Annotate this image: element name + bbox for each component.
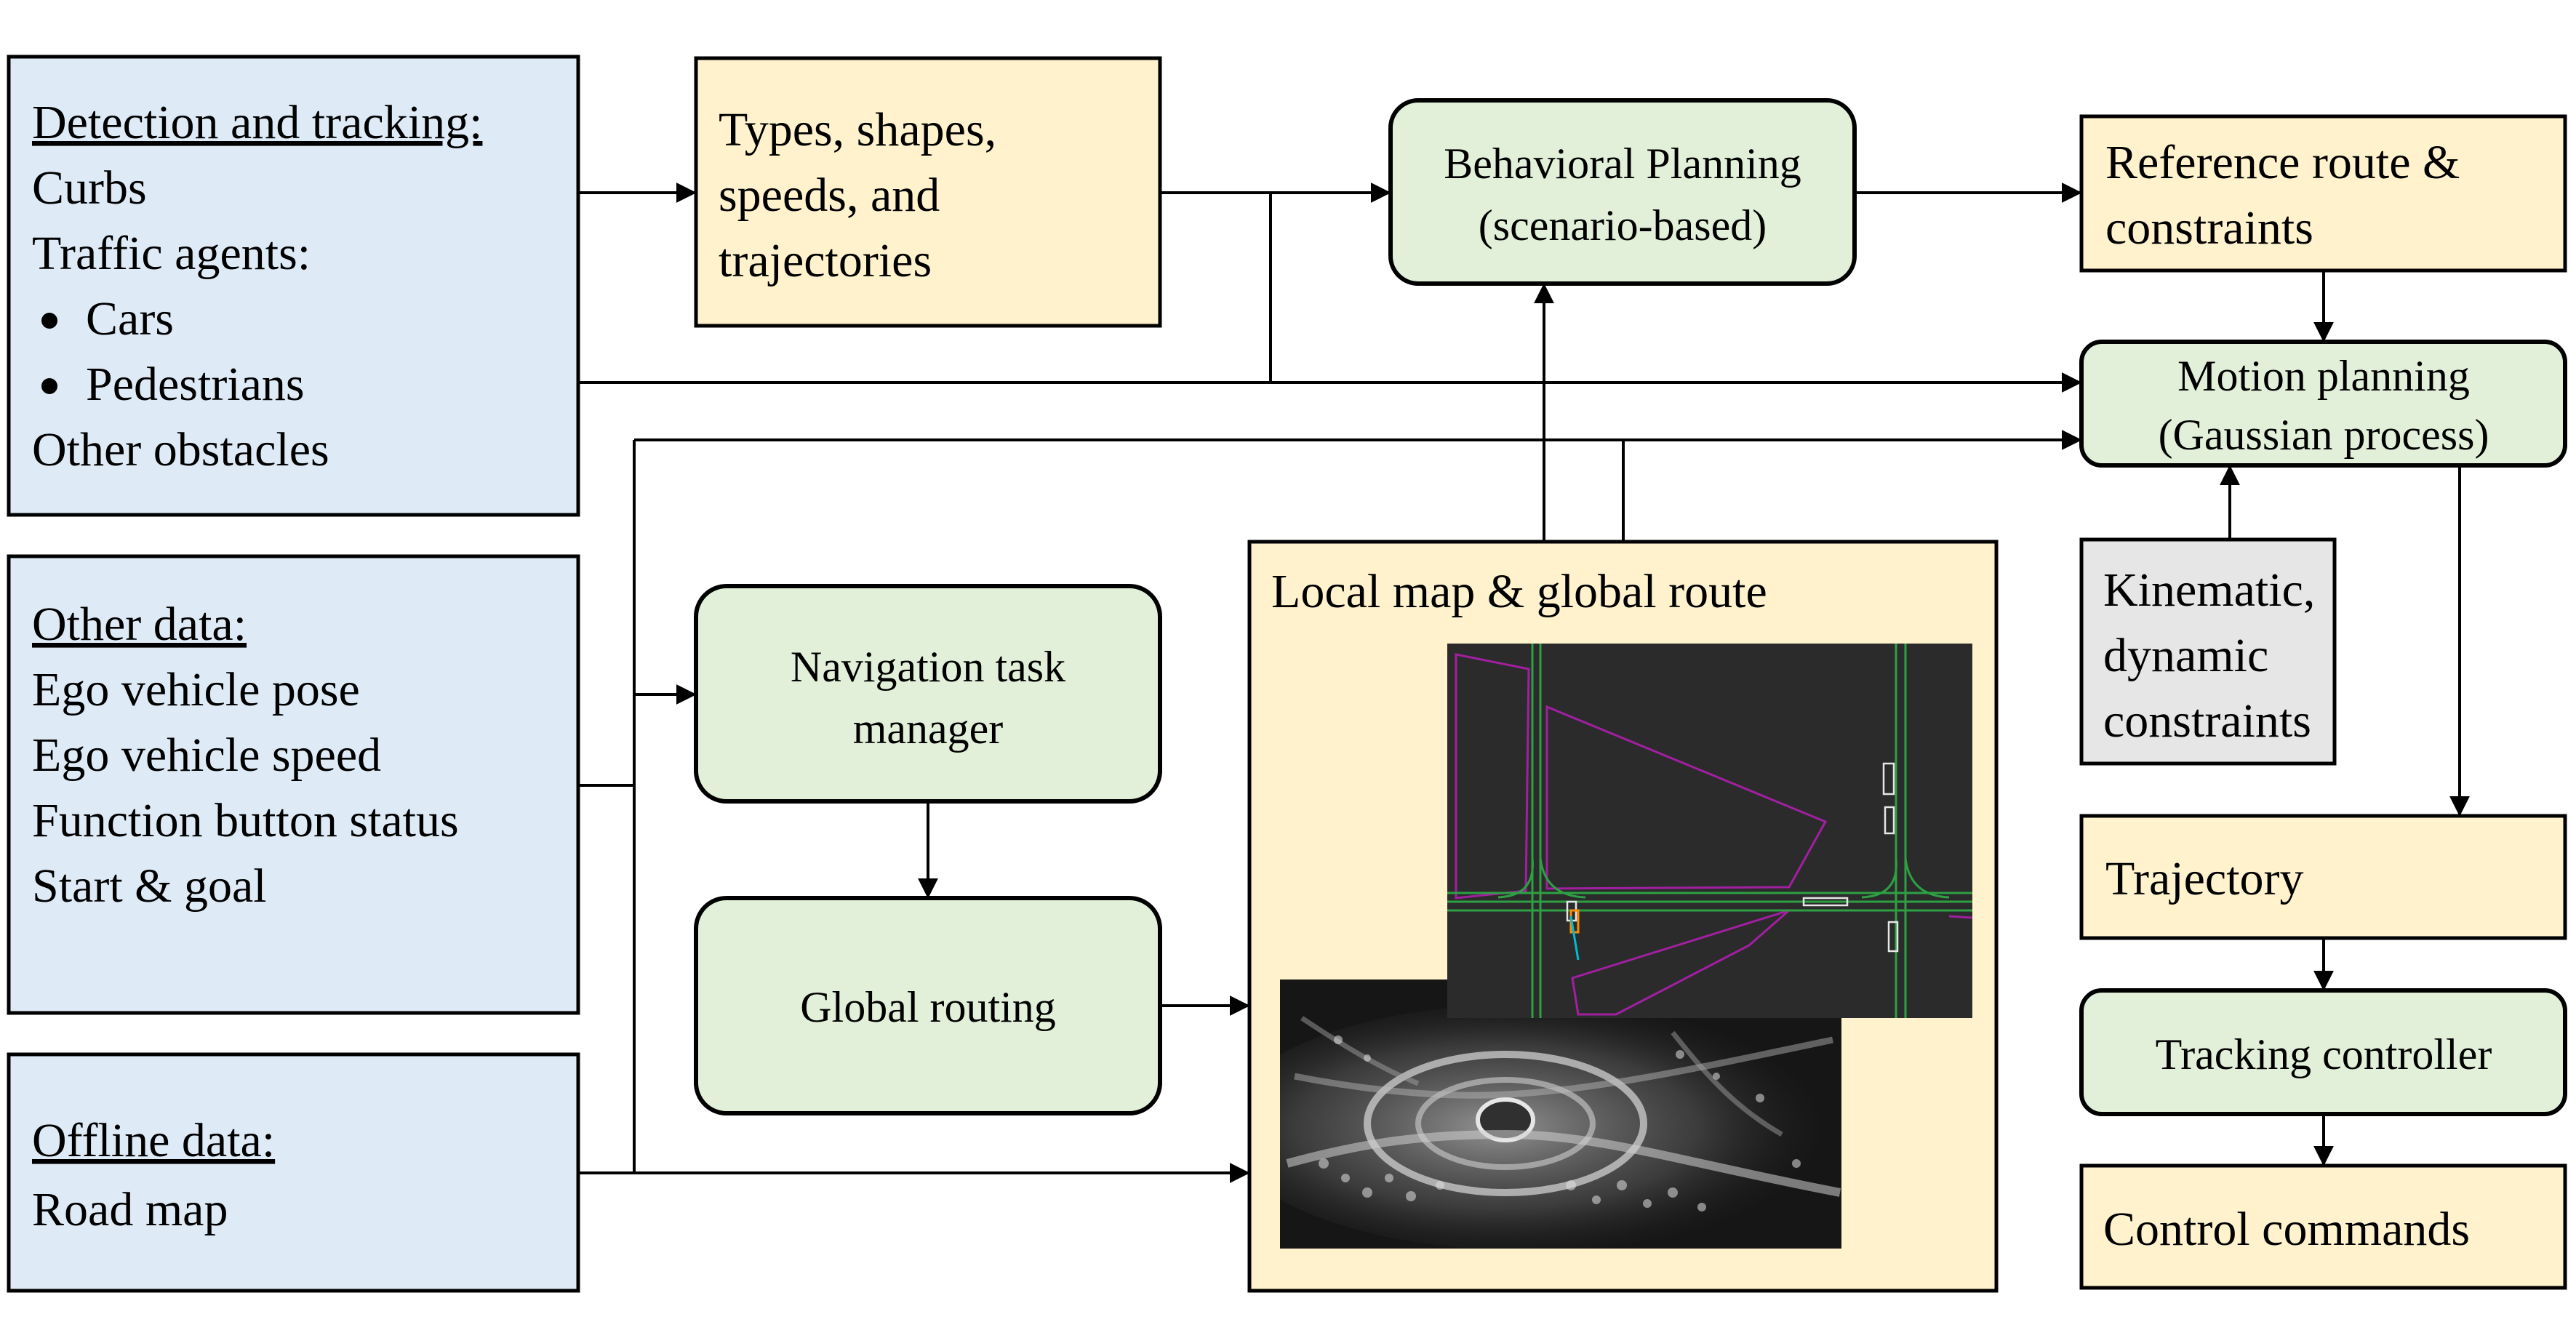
other-data-title: Other data: <box>32 598 247 651</box>
behavioral-planning-box: Behavioral Planning (scenario-based) <box>1388 98 1857 286</box>
detection-line-pedestrians: Pedestrians <box>86 358 305 411</box>
detection-line-traffic-agents: Traffic agents: <box>32 227 311 280</box>
local-map-panel: Local map & global route <box>1247 540 1999 1293</box>
behavioral-line-1: Behavioral Planning <box>1444 140 1801 188</box>
types-line-1: Types, shapes, <box>719 103 996 156</box>
trajectory-label: Trajectory <box>2105 852 2304 905</box>
tracking-controller-label: Tracking controller <box>2156 1030 2492 1078</box>
kinematic-line-1: Kinematic, <box>2103 564 2315 617</box>
behavioral-line-2: (scenario-based) <box>1479 201 1767 249</box>
kinematic-constraints-box: Kinematic, dynamic constraints <box>2079 537 2337 766</box>
local-map-title: Local map & global route <box>1271 565 1767 618</box>
reference-route-line-2: constraints <box>2105 201 2313 255</box>
global-routing-label: Global routing <box>800 983 1056 1031</box>
point-cloud-map-image <box>1280 980 1841 1249</box>
detection-line-curbs: Curbs <box>32 161 147 215</box>
other-data-line-start-goal: Start & goal <box>32 860 267 913</box>
offline-data-line-road-map: Road map <box>32 1183 228 1236</box>
reference-route-box: Reference route & constraints <box>2079 114 2567 273</box>
global-routing-box: Global routing <box>694 896 1162 1115</box>
detection-line-cars: Cars <box>86 292 174 345</box>
reference-route-line-1: Reference route & <box>2105 136 2460 189</box>
kinematic-line-2: dynamic <box>2103 629 2268 682</box>
offline-data-title: Offline data: <box>32 1114 275 1167</box>
types-shapes-box: Types, shapes, speeds, and trajectories <box>694 56 1162 328</box>
detection-tracking-box: Detection and tracking: Curbs Traffic ag… <box>7 55 580 517</box>
navigation-line-2: manager <box>853 705 1004 753</box>
tracking-controller-box: Tracking controller <box>2079 988 2567 1116</box>
types-line-3: trajectories <box>719 234 932 287</box>
connectors <box>578 183 2470 1183</box>
motion-planning-box: Motion planning (Gaussian process) <box>2079 340 2567 468</box>
motion-planning-line-2: (Gaussian process) <box>2159 411 2489 459</box>
detection-line-other-obstacles: Other obstacles <box>32 423 329 476</box>
other-data-line-pose: Ego vehicle pose <box>32 663 360 716</box>
bullet-icon <box>41 313 57 329</box>
navigation-line-1: Navigation task <box>791 643 1065 691</box>
navigation-task-manager-box: Navigation task manager <box>694 584 1162 804</box>
kinematic-line-3: constraints <box>2103 694 2311 748</box>
other-data-line-button: Function button status <box>32 794 459 847</box>
hd-map-image <box>1447 644 1972 1018</box>
other-data-box: Other data: Ego vehicle pose Ego vehicle… <box>7 554 580 1015</box>
trajectory-box: Trajectory <box>2079 814 2567 940</box>
control-commands-box: Control commands <box>2079 1163 2567 1290</box>
offline-data-box: Offline data: Road map <box>7 1052 580 1293</box>
bullet-icon <box>41 378 57 394</box>
motion-planning-line-1: Motion planning <box>2177 352 2470 400</box>
control-commands-label: Control commands <box>2103 1203 2470 1256</box>
detection-title: Detection and tracking: <box>32 96 482 149</box>
other-data-line-speed: Ego vehicle speed <box>32 729 381 782</box>
types-line-2: speeds, and <box>719 169 940 222</box>
